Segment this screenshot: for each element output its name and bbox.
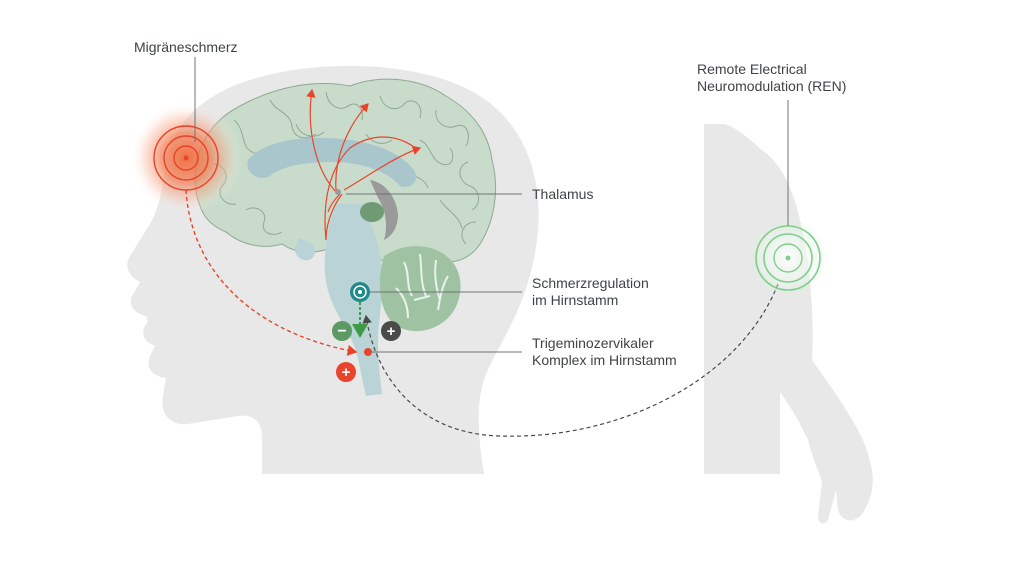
label-ren-line1: Remote Electrical (697, 61, 807, 77)
label-trigeminocervical: Trigeminozervikaler Komplex im Hirnstamm (532, 335, 677, 369)
label-thalamus: Thalamus (532, 186, 593, 203)
plus-red-badge-text: + (342, 364, 351, 381)
label-thalamus-text: Thalamus (532, 186, 594, 202)
label-migraine-pain-text: Migräneschmerz (134, 39, 238, 55)
pituitary (295, 238, 315, 261)
thalamus-dot (335, 189, 341, 195)
thalamus-gray (370, 180, 398, 240)
label-pain-regulation: Schmerzregulation im Hirnstamm (532, 275, 649, 309)
plus-red-badge: + (336, 362, 356, 382)
label-trigeminocervical-line2: Komplex im Hirnstamm (532, 352, 677, 368)
cerebellum (379, 246, 461, 332)
pain-rings (153, 125, 219, 191)
plus-dark-badge-text: + (387, 323, 396, 340)
cerebellum-folia (395, 253, 449, 319)
minus-badge-text: − (337, 323, 346, 340)
plus-dark-badge: + (381, 321, 401, 341)
pain-center-dot (183, 155, 189, 161)
torso-silhouette (704, 124, 873, 524)
corpus-callosum (247, 137, 417, 187)
label-pain-regulation-line2: im Hirnstamm (532, 292, 619, 308)
label-ren: Remote Electrical Neuromodulation (REN) (697, 61, 846, 95)
label-ren-line2: Neuromodulation (REN) (697, 78, 847, 94)
leader-lines (194, 57, 789, 353)
pain-signal-pathway (185, 189, 358, 356)
label-migraine-pain: Migräneschmerz (134, 39, 237, 56)
ren-signal-pathway (362, 283, 779, 437)
label-pain-regulation-line1: Schmerzregulation (532, 275, 649, 291)
ascending-pain-pathways (306, 88, 422, 241)
brain-cerebrum (194, 78, 497, 266)
label-trigeminocervical-line1: Trigeminozervikaler (532, 335, 654, 351)
pain-regulation-marker (350, 282, 370, 302)
trigeminocervical-dot (364, 348, 372, 356)
brainstem (324, 204, 383, 396)
ren-center-dot (785, 255, 791, 261)
minus-badge: − (332, 321, 352, 341)
thalamus-body (360, 202, 384, 222)
